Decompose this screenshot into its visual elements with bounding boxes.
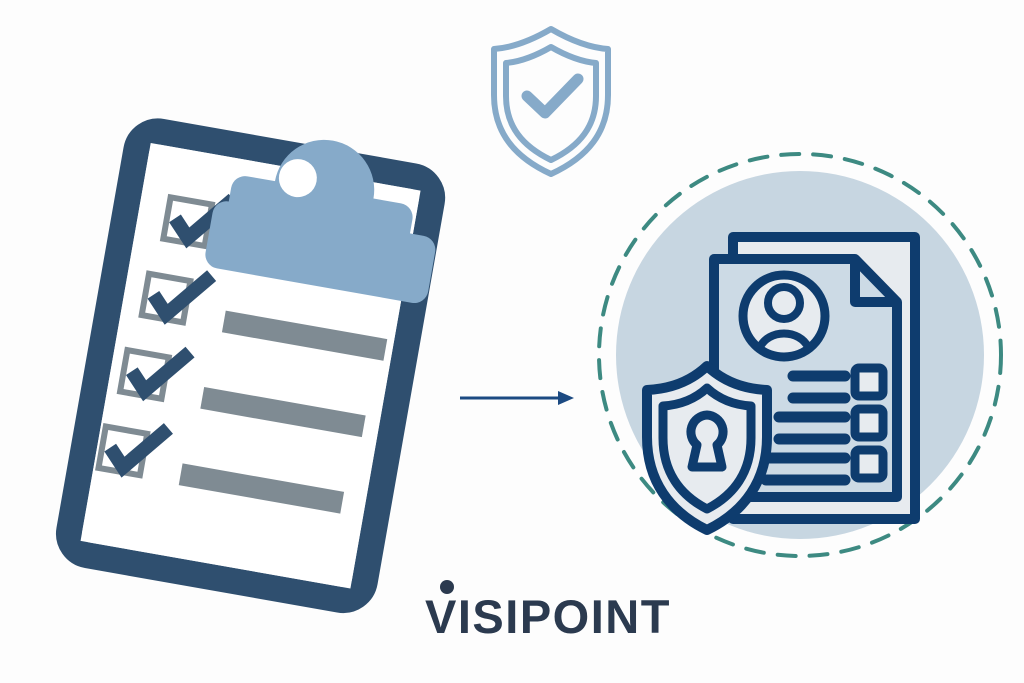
folded-corner: [850, 259, 897, 307]
arrow-head: [558, 391, 574, 405]
shield-check-icon: [521, 73, 584, 119]
checklist-line-2: [221, 310, 388, 361]
clip-hole: [278, 159, 317, 198]
check-icon-3: [125, 346, 195, 402]
keyhole-icon: [686, 410, 728, 472]
checklist-clipboard: [55, 118, 451, 614]
check-icon-4: [104, 423, 173, 478]
shield-inner-outline: [503, 44, 599, 163]
shield-outer-outline: [491, 26, 611, 177]
avatar-head: [764, 283, 804, 323]
checklist-row: [95, 423, 345, 514]
brand-wordmark: VISIPOINT: [425, 580, 671, 640]
record-checkbox-3[interactable]: [850, 445, 888, 483]
lock-shield-icon: [642, 361, 772, 535]
wordmark-text: VISIPOINT: [425, 590, 671, 640]
clipboard-board: [55, 118, 446, 614]
clipboard-clip[interactable]: [203, 122, 451, 305]
dashed-ring: [597, 152, 1003, 558]
check-icon-2: [147, 270, 217, 325]
checklist-line-4: [178, 463, 345, 514]
record-checkbox-2[interactable]: [850, 404, 888, 442]
person-avatar-icon: [738, 270, 830, 362]
checklist-row: [138, 270, 388, 361]
logo-dot-icon: [440, 580, 454, 594]
flow-arrow: [460, 391, 574, 405]
avatar-shoulders: [756, 329, 812, 351]
checklist-line-3: [200, 387, 366, 438]
clip-body: [205, 139, 436, 304]
checklist-row: [116, 346, 366, 438]
verified-shield-icon: [491, 26, 611, 177]
record-checkbox-1[interactable]: [850, 363, 888, 401]
record-list: [760, 363, 888, 486]
